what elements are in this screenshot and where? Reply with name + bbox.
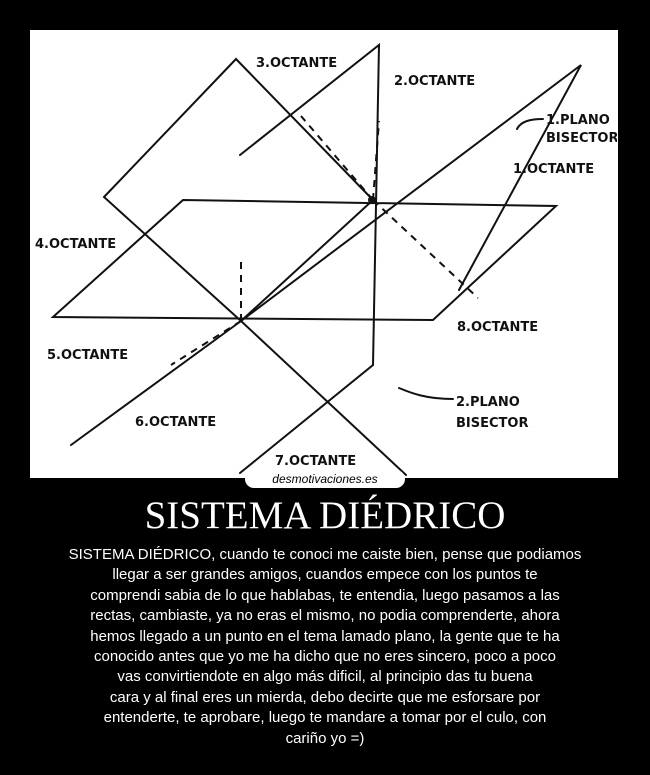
body-line: entenderte, te aprobare, luego te mandar… xyxy=(103,709,547,727)
label-plano1-b: BISECTOR xyxy=(546,131,617,146)
label-octante-4: 4.OCTANTE xyxy=(35,237,116,252)
horizontal-plane xyxy=(50,199,559,322)
label-plano2-b: BISECTOR xyxy=(456,416,528,431)
first-bisector-plane xyxy=(240,64,582,322)
body-line: cara y al final eres un mierda, debo dec… xyxy=(109,688,541,706)
intersection-point xyxy=(368,196,376,204)
first-bisector-edge xyxy=(70,320,242,446)
hidden-line-1 xyxy=(372,199,479,299)
label-plano2-a: 2.PLANO xyxy=(456,395,520,410)
body-line: rectas, cambiaste, ya no eras el mismo, … xyxy=(90,607,560,625)
body-line: conocido antes que yo me ha dicho que no… xyxy=(94,648,556,666)
second-bisector-plane xyxy=(102,57,374,322)
leader-plano1 xyxy=(516,118,544,130)
label-octante-8: 8.OCTANTE xyxy=(457,320,538,335)
hidden-line-2 xyxy=(170,320,242,366)
label-octante-1: 1.OCTANTE xyxy=(513,162,594,177)
label-octante-3: 3.OCTANTE xyxy=(256,56,337,71)
label-octante-6: 6.OCTANTE xyxy=(135,415,216,430)
body-line: llegar a ser grandes amigos, cuandos emp… xyxy=(112,566,538,584)
octant-diagram: 3.OCTANTE 2.OCTANTE 1.PLANO BISECTOR 1.O… xyxy=(35,42,617,476)
poster-title: SISTEMA DIÉDRICO xyxy=(144,494,506,537)
body-line: comprendi sabia de lo que hablabas, te e… xyxy=(90,586,560,604)
body-line: cariño yo =) xyxy=(285,729,365,747)
label-octante-5: 5.OCTANTE xyxy=(47,348,128,363)
poster-body: SISTEMA DIÉDRICO, cuando te conoci me ca… xyxy=(28,545,622,749)
illustration-frame: 3.OCTANTE 2.OCTANTE 1.PLANO BISECTOR 1.O… xyxy=(30,30,618,478)
hidden-line-4 xyxy=(372,120,380,201)
leader-plano2 xyxy=(398,387,454,400)
second-bisector-lower xyxy=(240,320,407,476)
body-line: SISTEMA DIÉDRICO, cuando te conoci me ca… xyxy=(68,546,582,563)
label-octante-7: 7.OCTANTE xyxy=(275,454,356,469)
label-plano1-a: 1.PLANO xyxy=(546,113,610,128)
vertical-plane xyxy=(239,42,381,474)
hidden-line-3 xyxy=(300,115,374,201)
watermark: desmotivaciones.es xyxy=(245,470,405,488)
body-line: vas convirtiendote en algo más dificil, … xyxy=(117,668,533,686)
body-line: hemos llegado a un punto en el tema lama… xyxy=(90,627,560,645)
intersection-line xyxy=(240,199,374,322)
label-octante-2: 2.OCTANTE xyxy=(394,74,475,89)
